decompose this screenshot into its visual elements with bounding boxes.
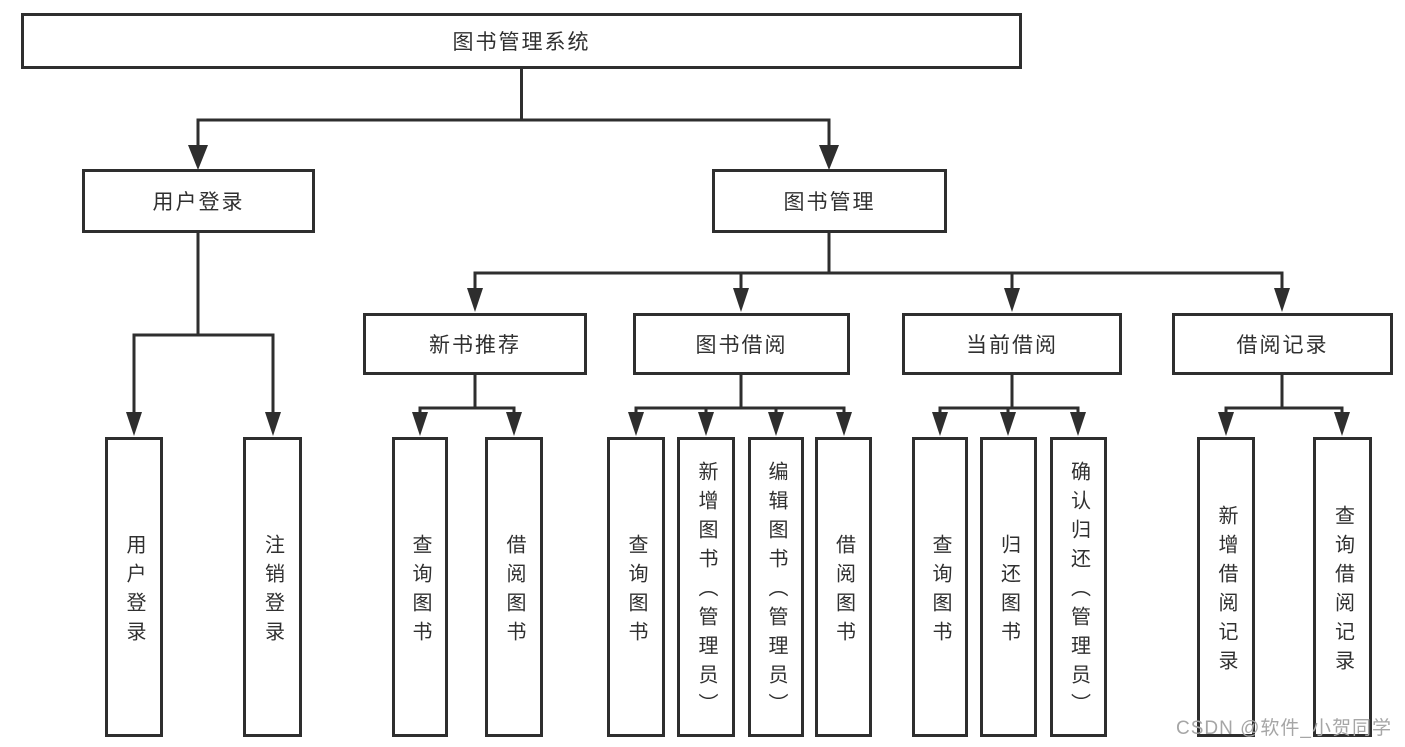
leaf-query-books-current: 查询图书 [912, 437, 968, 737]
node-book-management: 图书管理 [712, 169, 947, 233]
leaf-query-borrow-record: 查询借阅记录 [1313, 437, 1372, 737]
csdn-watermark: CSDN @软件_小贺同学 [1176, 718, 1392, 739]
leaf-confirm-return-admin: 确认归还（管理员） [1050, 437, 1107, 737]
node-user-login: 用户登录 [82, 169, 315, 233]
node-borrow-records: 借阅记录 [1172, 313, 1393, 375]
leaf-add-borrow-record: 新增借阅记录 [1197, 437, 1255, 737]
leaf-borrow-book: 借阅图书 [815, 437, 872, 737]
leaf-edit-book-admin: 编辑图书（管理员） [748, 437, 804, 737]
node-new-book-recommend: 新书推荐 [363, 313, 587, 375]
leaf-add-book-admin: 新增图书（管理员） [677, 437, 735, 737]
leaf-query-books-recommend: 查询图书 [392, 437, 448, 737]
node-current-borrow: 当前借阅 [902, 313, 1122, 375]
node-book-borrow: 图书借阅 [633, 313, 850, 375]
leaf-user-login: 用户登录 [105, 437, 163, 737]
leaf-logout: 注销登录 [243, 437, 302, 737]
leaf-return-book: 归还图书 [980, 437, 1037, 737]
leaf-query-books-borrow: 查询图书 [607, 437, 665, 737]
node-system-root: 图书管理系统 [21, 13, 1022, 69]
leaf-borrow-book-recommend: 借阅图书 [485, 437, 543, 737]
